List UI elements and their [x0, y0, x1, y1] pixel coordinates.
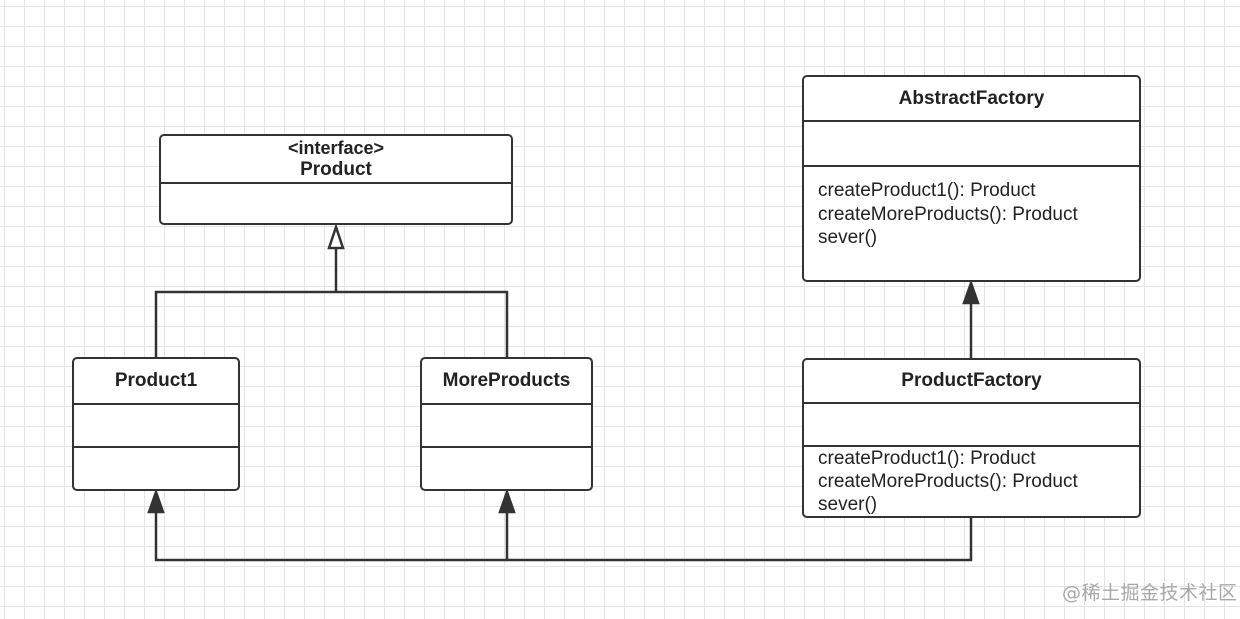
class-operations-section	[422, 448, 591, 489]
class-name: Product1	[114, 370, 198, 391]
class-operations-section: createProduct1(): Product createMoreProd…	[804, 447, 1139, 516]
class-name-section: AbstractFactory	[804, 77, 1139, 122]
operation-create-product1: createProduct1(): Product	[818, 448, 1036, 469]
class-name-section: Product1	[74, 359, 238, 405]
class-name-section: MoreProducts	[422, 359, 591, 405]
class-box-moreproducts[interactable]: MoreProducts	[420, 357, 593, 491]
class-name: MoreProducts	[442, 370, 571, 391]
hollow-arrowhead-icon	[327, 223, 345, 250]
operation-create-more-products: createMoreProducts(): Product	[818, 471, 1078, 492]
class-box-abstractfactory[interactable]: AbstractFactory createProduct1(): Produc…	[802, 75, 1141, 282]
watermark-text: @稀土掘金技术社区	[1062, 582, 1238, 604]
moreproducts-branch-line	[336, 290, 509, 357]
class-name: ProductFactory	[901, 369, 1042, 391]
factory-bottom-line	[154, 511, 973, 562]
class-box-productfactory[interactable]: ProductFactory createProduct1(): Product…	[802, 358, 1141, 518]
factory-product-connector	[147, 488, 973, 562]
filled-arrowhead-icon	[147, 488, 165, 514]
class-box-product[interactable]: <interface> Product	[159, 134, 513, 225]
operation-create-product1: createProduct1(): Product	[818, 180, 1036, 201]
operation-sever: sever()	[818, 227, 878, 248]
realization-connector	[154, 223, 509, 357]
class-attributes-section	[804, 122, 1139, 167]
class-name: AbstractFactory	[898, 87, 1045, 109]
class-operations-section: createProduct1(): Product createMoreProd…	[804, 167, 1139, 280]
filled-arrowhead-icon	[962, 279, 980, 305]
operation-sever: sever()	[818, 494, 878, 515]
stereotype-label: <interface>	[287, 137, 385, 158]
class-name: Product	[300, 158, 372, 180]
filled-arrowhead-icon	[498, 488, 516, 514]
class-attributes-section	[74, 405, 238, 448]
class-attributes-section	[804, 404, 1139, 447]
class-name-section: ProductFactory	[804, 360, 1139, 404]
product1-branch-line	[154, 290, 336, 357]
class-attributes-section	[422, 405, 591, 448]
operation-create-more-products: createMoreProducts(): Product	[818, 203, 1078, 225]
class-box-product1[interactable]: Product1	[72, 357, 240, 491]
factory-inheritance-connector	[962, 279, 980, 358]
class-operations-section	[74, 448, 238, 489]
class-name-section: <interface> Product	[161, 136, 511, 184]
